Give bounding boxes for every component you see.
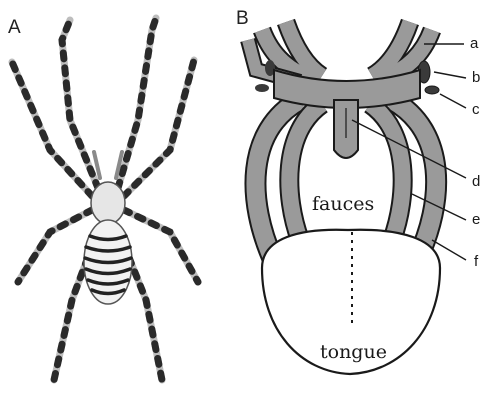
callout-e: e (472, 211, 480, 228)
mouth-diagram: fauces tongue a b c d e f (248, 22, 480, 374)
panel-a-label: A (8, 17, 21, 38)
callout-f: f (474, 253, 479, 270)
tongue-label: tongue (320, 341, 387, 363)
spider-illustration (12, 18, 198, 380)
right-glands (418, 61, 439, 94)
panel-b-label: B (236, 8, 249, 29)
spider-cephalothorax (91, 182, 125, 224)
callout-a: a (470, 35, 479, 52)
fauces-label: fauces (312, 193, 374, 215)
callout-c: c (472, 101, 480, 118)
callout-d: d (472, 173, 480, 190)
callout-b: b (472, 69, 480, 86)
spider-pedipalps (94, 152, 122, 178)
